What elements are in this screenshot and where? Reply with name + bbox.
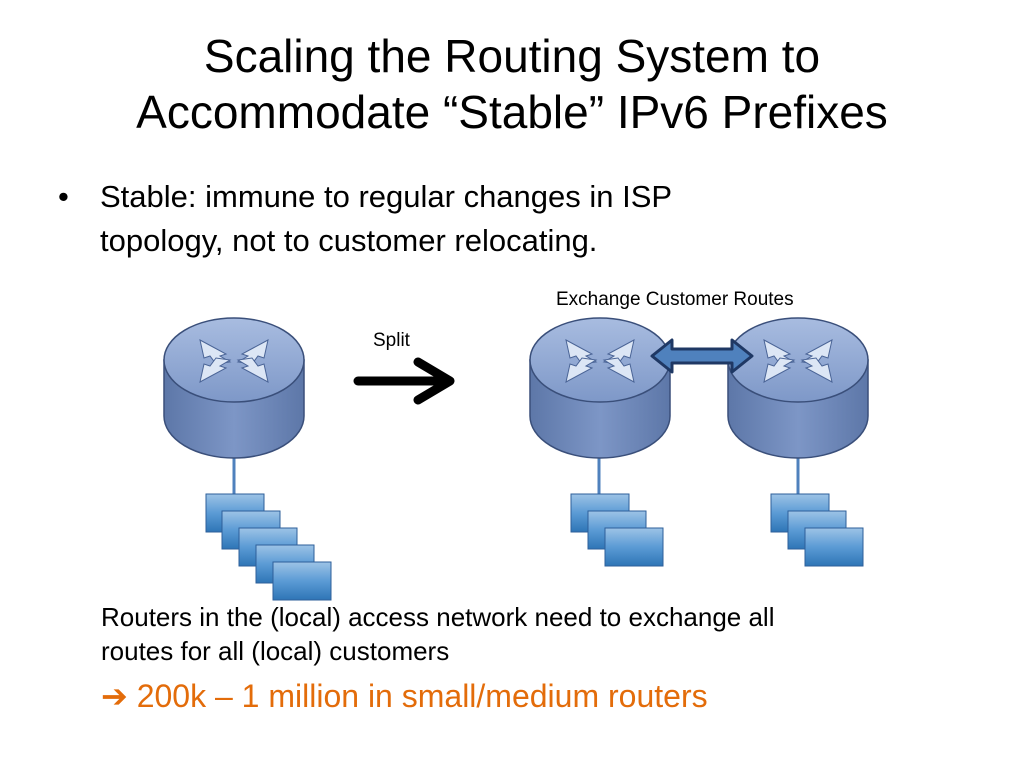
diagram-caption: Routers in the (local) access network ne… (101, 600, 961, 668)
result-line: ➔ 200k – 1 million in small/medium route… (101, 676, 981, 716)
bullet-line-2: topology, not to customer relocating. (100, 223, 598, 258)
customer-group (570, 493, 664, 567)
customer-icon (604, 527, 664, 567)
exchange-label: Exchange Customer Routes (556, 289, 794, 310)
customer-group (205, 493, 332, 601)
bullet-text: Stable: immune to regular changes in ISP… (100, 175, 920, 263)
result-text: 200k – 1 million in small/medium routers (136, 678, 708, 714)
router-icon (529, 317, 671, 459)
result-arrow-icon: ➔ (101, 678, 128, 714)
bullet-line-1: Stable: immune to regular changes in ISP (100, 179, 673, 214)
customer-icon (804, 527, 864, 567)
customer-icon (272, 561, 332, 601)
router-icon (163, 317, 305, 459)
split-arrow-icon (353, 357, 455, 405)
caption-line-1: Routers in the (local) access network ne… (101, 602, 775, 632)
caption-line-2: routes for all (local) customers (101, 636, 450, 666)
customer-group (770, 493, 864, 567)
router-icon (727, 317, 869, 459)
bullet-dot: • (58, 179, 69, 214)
title-line-1: Scaling the Routing System to (203, 30, 821, 82)
title-line-2: Accommodate “Stable” IPv6 Prefixes (136, 86, 888, 138)
exchange-double-arrow-icon (650, 338, 754, 374)
split-label: Split (373, 330, 410, 351)
slide-title: Scaling the Routing System to Accommodat… (0, 28, 1024, 140)
